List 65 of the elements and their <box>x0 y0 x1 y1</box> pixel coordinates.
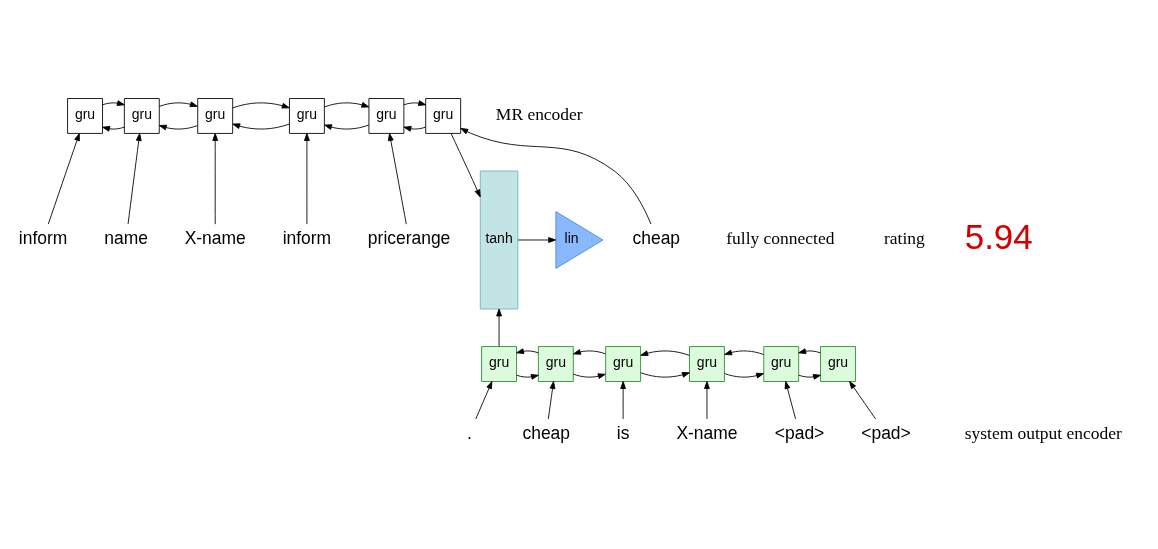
arrow <box>724 349 764 356</box>
arrow <box>516 374 539 380</box>
arrow <box>387 133 407 225</box>
arrow <box>324 102 370 108</box>
arrow <box>620 381 626 420</box>
arrow <box>102 100 125 106</box>
arrow <box>450 133 481 198</box>
node-text: X-name <box>184 228 246 249</box>
arrow <box>102 126 125 132</box>
node-text: inform <box>282 228 332 249</box>
arrow <box>798 348 821 354</box>
arrow <box>403 100 427 106</box>
label: 5.94 <box>964 216 1033 256</box>
arrow <box>640 372 690 378</box>
arrow <box>127 133 142 225</box>
node-text: X-name <box>676 423 738 444</box>
node-text: name <box>104 228 148 249</box>
arrow <box>158 124 198 131</box>
arrow <box>475 381 493 420</box>
arrow <box>516 348 539 354</box>
arrow <box>232 123 290 130</box>
arrow <box>704 381 710 420</box>
node-box: gru <box>537 346 574 382</box>
node-box: gru <box>425 98 462 134</box>
arrow <box>547 381 556 420</box>
node-text: cheap <box>522 423 571 444</box>
node-box: gru <box>197 98 234 134</box>
arrow <box>798 374 821 380</box>
node-text: inform <box>18 228 68 249</box>
node-box: gru <box>820 346 856 382</box>
arrow <box>158 101 198 108</box>
arrow <box>640 350 690 356</box>
label: rating <box>884 228 925 249</box>
arrow <box>403 126 427 132</box>
node-text: . <box>466 423 472 444</box>
node-box: gru <box>368 98 405 134</box>
label: fully connected <box>726 228 835 249</box>
node-box: gru <box>289 98 325 134</box>
label: MR encoder <box>495 104 583 125</box>
node-box: gru <box>481 346 517 382</box>
node-text: pricerange <box>367 228 451 249</box>
node-box: gru <box>763 346 800 382</box>
node-box: gru <box>605 346 641 382</box>
node-text: <pad> <box>861 423 911 444</box>
arrow <box>517 237 557 243</box>
label: system output encoder <box>964 423 1122 444</box>
arrow <box>212 133 219 225</box>
node-text: is <box>616 423 630 444</box>
node-text: <pad> <box>774 423 825 444</box>
arrow <box>573 349 606 355</box>
node-box: gru <box>67 98 103 134</box>
arrow <box>784 381 796 420</box>
arrow <box>849 381 877 420</box>
arrow <box>460 127 652 225</box>
arrow <box>232 102 290 109</box>
arrow <box>47 133 80 225</box>
node-box: tanh <box>479 170 519 310</box>
arrow <box>573 373 606 379</box>
arrow <box>724 372 764 379</box>
node-box: gru <box>123 98 160 134</box>
arrow <box>304 133 310 225</box>
arrow <box>324 124 370 130</box>
node-box: gru <box>689 346 725 382</box>
node-text: cheap <box>632 228 681 249</box>
arrow <box>496 308 502 347</box>
